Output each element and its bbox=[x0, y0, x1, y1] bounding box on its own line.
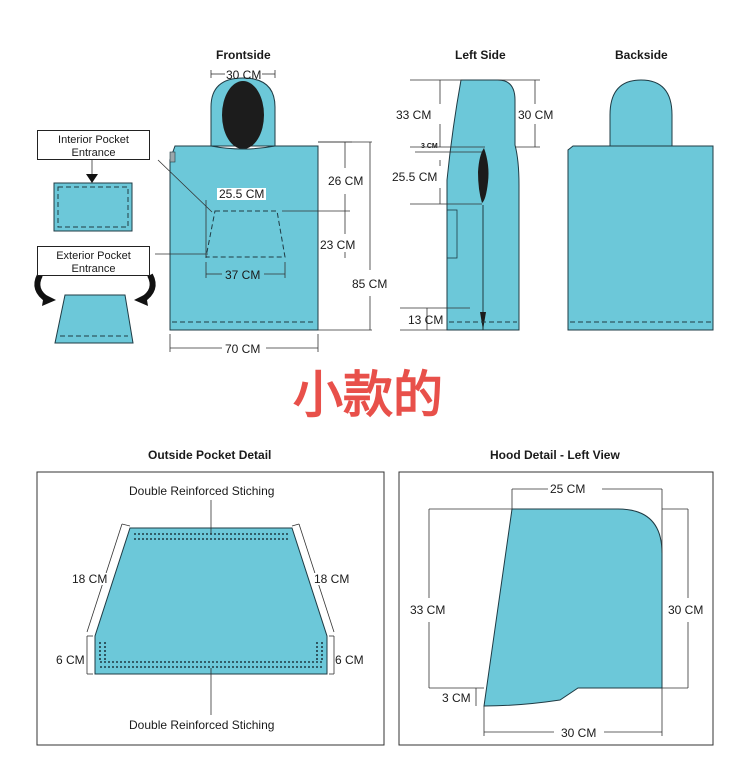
pocket-detail-panel bbox=[36, 471, 385, 746]
pocket-detail-header: Outside Pocket Detail bbox=[148, 448, 272, 462]
backside-header: Backside bbox=[615, 48, 668, 62]
pocket-top-stitch-label: Double Reinforced Stiching bbox=[129, 484, 275, 498]
front-pocket-outline bbox=[205, 210, 286, 258]
side-opening bbox=[478, 148, 489, 203]
dim-pocket-height: 23 CM bbox=[320, 238, 356, 252]
left-side-view bbox=[400, 79, 540, 331]
label-tab bbox=[169, 151, 176, 163]
hood-dim-left: 33 CM bbox=[410, 603, 446, 617]
dim-pocket-top: 25.5 CM bbox=[217, 187, 267, 201]
left-side-header: Left Side bbox=[455, 48, 506, 62]
interior-pocket-callout: Interior Pocket Entrance bbox=[37, 130, 150, 160]
dim-width: 70 CM bbox=[225, 342, 261, 356]
back-body bbox=[567, 145, 714, 331]
exterior-pocket-swatch bbox=[54, 294, 134, 344]
chinese-title: 小款的 bbox=[293, 366, 443, 424]
hood-opening bbox=[222, 81, 264, 149]
dim-hood-width: 30 CM bbox=[226, 68, 262, 82]
dim-side-hem: 13 CM bbox=[408, 313, 444, 327]
pocket-bottom-stitch-label: Double Reinforced Stiching bbox=[129, 718, 275, 732]
hood-detail-header: Hood Detail - Left View bbox=[490, 448, 620, 462]
dim-side-opening: 25.5 CM bbox=[392, 170, 438, 184]
hood-dim-right: 30 CM bbox=[668, 603, 704, 617]
back-hood bbox=[609, 79, 673, 147]
dim-side-gap: 3 CM bbox=[421, 143, 438, 150]
pocket-left-side: 6 CM bbox=[56, 653, 85, 667]
interior-pocket-swatch bbox=[53, 182, 133, 232]
pocket-right-side: 6 CM bbox=[335, 653, 364, 667]
front-view bbox=[155, 70, 372, 352]
side-pocket bbox=[446, 209, 458, 259]
hood-shape bbox=[483, 508, 663, 707]
frontside-header: Frontside bbox=[216, 48, 271, 62]
dim-side-hood-height: 33 CM bbox=[396, 108, 432, 122]
pocket-left-slant: 18 CM bbox=[70, 572, 110, 586]
back-view bbox=[567, 79, 714, 331]
hood-dim-small: 3 CM bbox=[442, 691, 471, 705]
pocket-shape bbox=[94, 527, 328, 675]
pocket-right-slant: 18 CM bbox=[312, 572, 352, 586]
dim-pocket-bottom: 37 CM bbox=[225, 268, 261, 282]
exterior-pocket-callout: Exterior Pocket Entrance bbox=[37, 246, 150, 276]
dim-side-hood-depth: 30 CM bbox=[518, 108, 554, 122]
hood-detail-panel bbox=[398, 471, 714, 746]
dim-total-length: 85 CM bbox=[352, 277, 388, 291]
hood-dim-top: 25 CM bbox=[550, 482, 586, 496]
dim-shoulder-drop: 26 CM bbox=[328, 174, 364, 188]
pocket-callouts bbox=[34, 160, 156, 344]
hood-dim-bottom: 30 CM bbox=[561, 726, 597, 740]
front-body bbox=[169, 145, 319, 331]
